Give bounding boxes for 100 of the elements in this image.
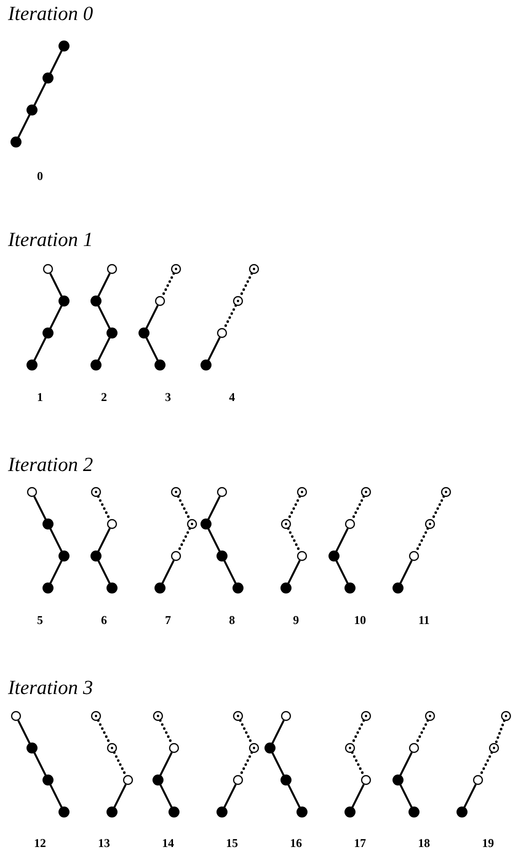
diagram-number: 18	[418, 837, 430, 849]
diagram-number: 3	[165, 391, 171, 403]
connector-line	[463, 784, 477, 808]
dotted-circle	[91, 487, 101, 497]
dotted-circle	[489, 743, 499, 753]
connector-line	[351, 784, 365, 808]
connector-line	[17, 720, 31, 744]
connector-line	[399, 784, 413, 808]
dotted-line	[350, 751, 366, 777]
filled-dot	[90, 360, 102, 370]
diagram-number: 2	[101, 391, 107, 403]
connector-line	[335, 528, 349, 552]
filled-dot	[42, 582, 54, 594]
dotted-circle	[361, 711, 371, 721]
dotted-circle	[441, 487, 451, 497]
open-circle	[171, 551, 181, 561]
filled-dot	[344, 582, 356, 594]
connector-line	[145, 337, 159, 361]
open-circle	[345, 519, 355, 529]
connector-line	[207, 337, 221, 361]
section-heading: Iteration 2	[8, 455, 93, 475]
diagram-number: 19	[482, 837, 494, 849]
connector-line	[33, 496, 47, 520]
filled-dot	[26, 742, 38, 754]
filled-dot	[328, 550, 340, 562]
filled-dot	[106, 582, 118, 594]
dotted-circle	[281, 519, 291, 529]
connector-line	[33, 82, 47, 106]
diagram-number: 10	[354, 614, 366, 626]
filled-dot	[58, 550, 70, 562]
connector-line	[17, 114, 31, 138]
connector-line	[97, 560, 111, 584]
diagram-number: 1	[37, 391, 43, 403]
filled-dot	[200, 360, 212, 370]
section-heading: Iteration 3	[8, 678, 93, 698]
diagram-number: 0	[37, 170, 43, 182]
dotted-circle	[91, 711, 101, 721]
dotted-circle	[249, 264, 259, 274]
filled-dot	[408, 806, 420, 818]
connector-line	[159, 752, 173, 776]
open-circle	[217, 487, 227, 497]
connector-line	[399, 752, 413, 776]
dotted-line	[238, 751, 254, 777]
dotted-line	[238, 272, 254, 298]
open-circle	[409, 551, 419, 561]
connector-line	[49, 50, 63, 74]
diagram-number: 6	[101, 614, 107, 626]
dotted-circle	[107, 743, 117, 753]
open-circle	[361, 775, 371, 785]
connector-line	[271, 752, 285, 776]
diagram-number: 4	[229, 391, 235, 403]
dotted-line	[350, 495, 366, 521]
dotted-circle	[297, 487, 307, 497]
dotted-circle	[249, 743, 259, 753]
dotted-line	[494, 719, 506, 745]
connector-line	[207, 496, 221, 520]
diagram-number: 11	[418, 614, 430, 626]
dotted-line	[96, 719, 112, 745]
filled-dot	[216, 806, 228, 818]
filled-dot	[168, 806, 180, 818]
filled-dot	[392, 774, 404, 786]
filled-dot	[106, 328, 118, 338]
dotted-circle	[233, 711, 243, 721]
filled-dot	[10, 136, 22, 148]
dotted-circle	[153, 711, 163, 721]
dotted-circle	[361, 487, 371, 497]
diagram-number: 12	[34, 837, 46, 849]
filled-dot	[456, 806, 468, 818]
filled-dot	[392, 582, 404, 594]
connector-line	[33, 752, 47, 776]
open-circle	[107, 519, 117, 529]
connector-line	[159, 784, 173, 808]
connector-line	[223, 784, 237, 808]
open-circle	[11, 711, 21, 721]
dotted-circle	[501, 711, 511, 721]
dotted-circle	[425, 711, 435, 721]
filled-dot	[200, 518, 212, 530]
dotted-line	[478, 751, 494, 777]
filled-dot	[152, 774, 164, 786]
diagram-number: 9	[293, 614, 299, 626]
dotted-line	[160, 272, 176, 298]
dotted-line	[414, 527, 430, 553]
connector-line	[271, 720, 285, 744]
connector-line	[33, 337, 47, 361]
filled-dot	[42, 518, 54, 530]
filled-dot	[42, 328, 54, 338]
open-circle	[297, 551, 307, 561]
filled-dot	[296, 806, 308, 818]
filled-dot	[106, 806, 118, 818]
connector-line	[161, 560, 175, 584]
filled-dot	[344, 806, 356, 818]
filled-dot	[58, 296, 70, 306]
dotted-circle	[171, 487, 181, 497]
connector-line	[97, 528, 111, 552]
filled-dot	[232, 582, 244, 594]
connector-line	[113, 784, 127, 808]
diagram-number: 15	[226, 837, 238, 849]
connector-line	[207, 528, 221, 552]
connector-line	[287, 784, 301, 808]
filled-dot	[26, 104, 38, 116]
